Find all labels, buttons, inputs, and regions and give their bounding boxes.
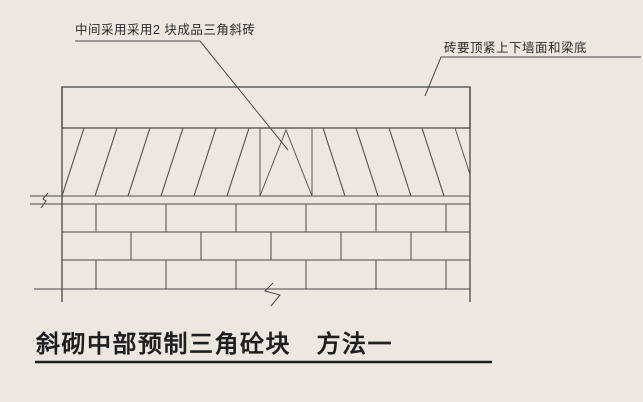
course-a-joints bbox=[95, 204, 447, 232]
course-b-joints bbox=[130, 232, 412, 260]
brick-courses bbox=[34, 204, 470, 290]
slant-bricks-left bbox=[62, 128, 260, 196]
slant-bricks-right bbox=[312, 128, 470, 196]
leader-right bbox=[424, 56, 641, 97]
leader-left bbox=[75, 40, 289, 151]
triangle-block-middle bbox=[259, 128, 313, 197]
beam-hatched-section bbox=[61, 86, 471, 129]
title-text: 斜砌中部预制三角砼块 方法一 bbox=[35, 330, 393, 358]
slant-brick-zone bbox=[61, 127, 471, 197]
bed-course-lines bbox=[30, 192, 470, 209]
course-c-joints bbox=[95, 260, 447, 289]
break-mark-left bbox=[40, 192, 49, 209]
annotation-left-text: 中间采用采用2 块成品三角斜砖 bbox=[75, 22, 255, 37]
annotation-right-text: 砖要顶紧上下墙面和梁底 bbox=[444, 40, 587, 55]
break-mark-bottom bbox=[264, 282, 281, 307]
